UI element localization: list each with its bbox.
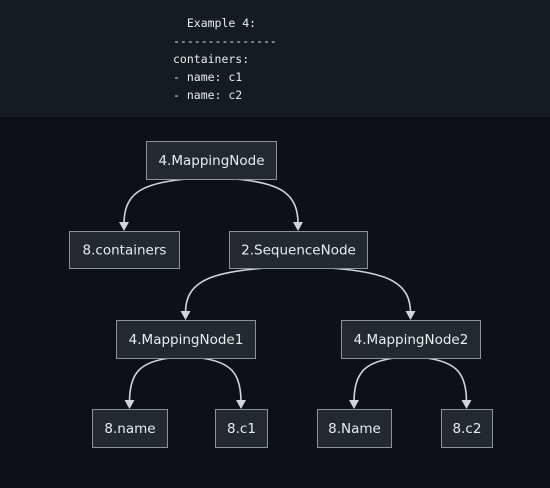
node-box xyxy=(215,409,268,448)
node-label: 4.MappingNode1 xyxy=(129,332,244,348)
node-n_seq: 2.SequenceNode xyxy=(229,231,368,269)
node-label: 4.MappingNode xyxy=(158,153,264,169)
arrowhead-n_Name xyxy=(349,400,359,409)
code-line-title: Example 4: xyxy=(173,16,257,30)
arrowhead-n_c2 xyxy=(461,400,472,409)
node-box xyxy=(69,231,180,269)
code-line-containers: containers: xyxy=(173,52,250,66)
edge-n_seq-to-n_map2 xyxy=(329,267,412,314)
edge-n_map2-to-n_c2 xyxy=(426,357,468,403)
edge-n_root-to-n_seq xyxy=(235,178,299,225)
node-box xyxy=(146,141,277,180)
node-n_root: 4.MappingNode xyxy=(146,141,277,180)
node-n_map1: 4.MappingNode1 xyxy=(116,320,256,359)
arrowhead-n_map1 xyxy=(180,311,191,320)
arrowhead-n_c1 xyxy=(236,400,246,409)
code-block: Example 4: --------------- containers: - na… xyxy=(0,0,550,117)
node-label: 8.c1 xyxy=(227,421,256,437)
node-box xyxy=(441,409,493,448)
code-text: Example 4: --------------- containers: - na… xyxy=(173,14,277,104)
code-line-item-c2: - name: c2 xyxy=(173,88,243,102)
node-label: 8.name xyxy=(104,421,155,437)
edge-n_seq-to-n_map1 xyxy=(184,267,267,314)
node-box xyxy=(229,231,368,269)
edge-n_root-to-n_containers xyxy=(123,178,187,225)
node-n_containers: 8.containers xyxy=(69,231,180,269)
edge-n_map2-to-n_Name xyxy=(353,357,395,403)
node-label: 8.containers xyxy=(83,243,167,259)
node-label: 8.c2 xyxy=(453,421,482,437)
node-box xyxy=(317,409,392,448)
node-n_map2: 4.MappingNode2 xyxy=(341,320,481,359)
edge-n_map1-to-n_name xyxy=(128,357,170,403)
node-label: 4.MappingNode2 xyxy=(354,332,469,348)
node-n_Name: 8.Name xyxy=(317,409,392,448)
code-line-item-c1: - name: c1 xyxy=(173,70,243,84)
node-box xyxy=(116,320,256,359)
code-line-separator: --------------- xyxy=(173,34,277,48)
node-label: 8.Name xyxy=(328,421,381,437)
arrowhead-n_name xyxy=(124,400,135,409)
edge-n_map1-to-n_c1 xyxy=(200,357,242,403)
arrowhead-n_seq xyxy=(293,222,303,231)
arrowhead-n_containers xyxy=(119,222,129,231)
node-box xyxy=(341,320,481,359)
node-label: 2.SequenceNode xyxy=(241,243,356,259)
node-n_c1: 8.c1 xyxy=(215,409,268,448)
node-n_c2: 8.c2 xyxy=(441,409,493,448)
arrowhead-n_map2 xyxy=(405,311,416,320)
node-n_name: 8.name xyxy=(92,409,168,448)
nodes-layer: 4.MappingNode 8.containers 2.SequenceNode 4… xyxy=(69,141,493,448)
node-box xyxy=(92,409,168,448)
edges-layer xyxy=(119,178,472,409)
